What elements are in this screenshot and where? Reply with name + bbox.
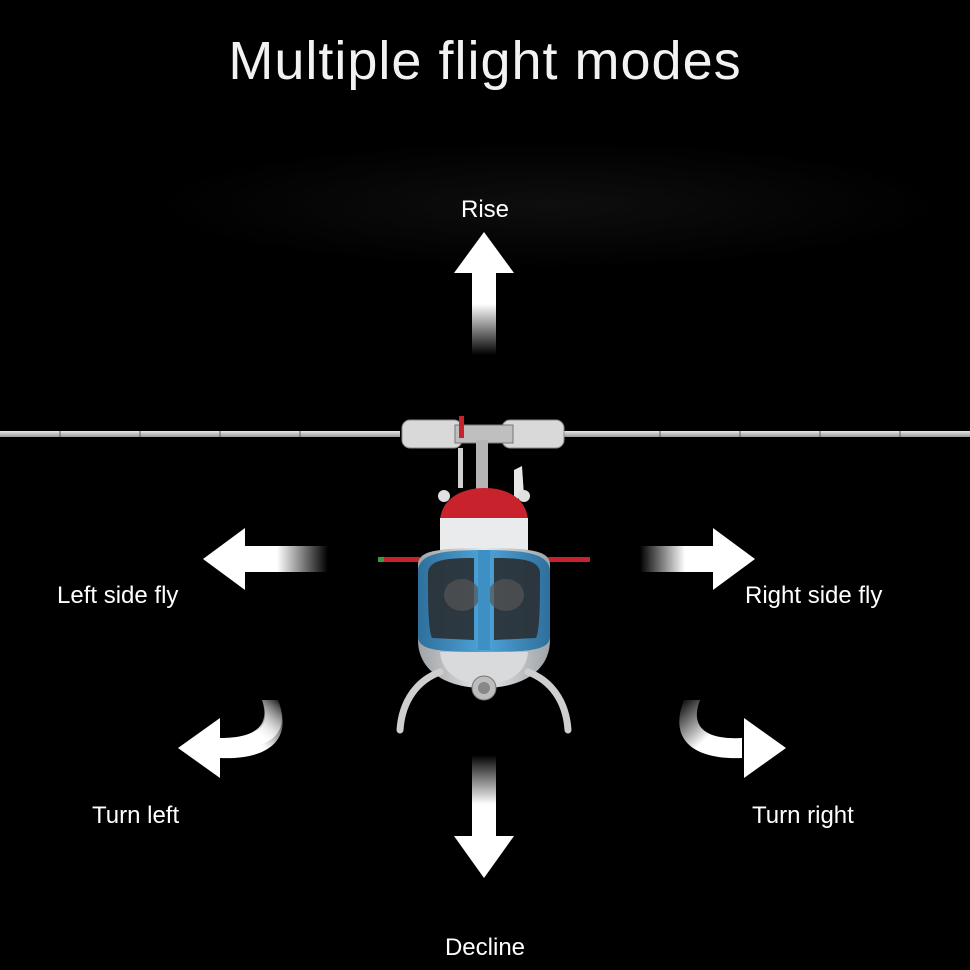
turn-left-label: Turn left	[92, 802, 180, 829]
turn-left-arrow-icon	[178, 700, 283, 778]
left-arrow-icon	[203, 528, 328, 590]
rise-label: Rise	[460, 196, 509, 223]
turn-right-arrow-icon	[679, 700, 786, 778]
decline-label: Decline	[444, 934, 526, 961]
up-arrow-icon	[454, 232, 514, 355]
right-side-fly-label: Right side fly	[745, 582, 883, 609]
helicopter-image	[0, 416, 970, 734]
background-haze	[150, 140, 950, 270]
right-arrow-icon	[640, 528, 755, 590]
page-title: Multiple flight modes	[228, 31, 742, 91]
turn-right-label: Turn right	[752, 802, 854, 829]
down-arrow-icon	[454, 755, 514, 878]
left-side-fly-label: Left side fly	[57, 582, 179, 609]
